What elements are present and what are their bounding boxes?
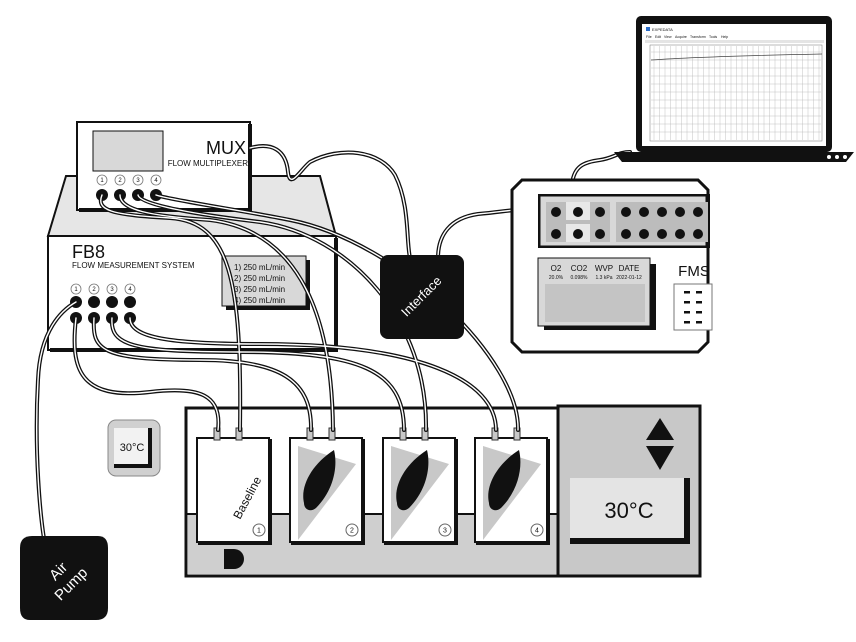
sample-leaf-icon [396,450,429,511]
laptop-menu-view[interactable]: View [664,35,672,39]
laptop: EXPEDATA File Edit View Acquire Transfor… [614,16,854,162]
bath-temperature-display: 30°C [604,498,653,523]
mux-port-label-3: 3 [136,178,140,184]
laptop-menu-transform[interactable]: Transform [690,35,706,39]
mux-port-label-4: 4 [154,178,158,184]
temp-down-arrow-icon[interactable] [646,446,674,470]
air-temperature-display: 30°C [120,442,145,454]
fb8-title: FB8 [72,242,105,262]
laptop-app-title: EXPEDATA [652,27,673,32]
laptop-graph [649,44,823,142]
chamber-4: 4 [474,437,550,545]
chamber-3: 3 [382,437,458,545]
fms-value-wvp: 1.3 kPa [596,275,613,281]
fb8-port-label-2: 2 [92,287,96,293]
fb8-flow-1: 1) 250 mL/min [234,263,285,272]
laptop-menu-edit[interactable]: Edit [655,35,661,39]
drain-icon [224,549,244,569]
fms-value-o2: 20.0% [549,275,564,281]
fms-title: FMS [678,263,710,280]
app-logo-icon [646,27,650,31]
fms-header-co2: CO2 [571,264,588,273]
bath-heater: 30°C [556,404,702,578]
temp-up-arrow-icon[interactable] [646,418,674,440]
laptop-graph-grid [651,46,821,140]
mux-port-label-2: 2 [118,178,122,184]
mux-port-label-1: 1 [100,178,104,184]
laptop-menu-file[interactable]: File [646,35,652,39]
fms-header-wvp: WVP [595,264,613,273]
chamber-4-number: 4 [535,528,539,535]
fb8-flow-4: 4) 250 mL/min [234,296,285,305]
fms-value-date: 2022-01-12 [616,275,642,281]
interface-box: Interface [380,255,464,339]
fms-keypad[interactable] [684,291,702,324]
mux-title: MUX [206,138,246,158]
chamber-1: Baseline 1 [196,437,272,545]
sample-leaf-icon [303,450,336,511]
fb8-port-label-3: 3 [110,287,114,293]
chamber-2: 2 [289,437,365,545]
laptop-menu-help[interactable]: Help [721,35,728,39]
fb8-flow-2: 2) 250 mL/min [234,274,285,283]
air-pump: Air Pump [20,536,108,620]
fb8-port-label-4: 4 [128,287,132,293]
air-thermometer: 30°C [107,419,161,477]
fms-value-co2: 0.098% [571,275,589,281]
tubing [34,144,632,552]
mux-subtitle: FLOW MULTIPLEXER [168,159,249,168]
sample-leaf-icon [488,450,521,511]
fb8-port-label-1: 1 [74,287,78,293]
chamber-1-number: 1 [257,528,261,535]
laptop-menu-acquire[interactable]: Acquire [675,35,687,39]
fms-header-date: DATE [619,264,640,273]
fb8-flow-3: 3) 250 mL/min [234,285,285,294]
fms-header-o2: O2 [551,264,562,273]
chamber-2-number: 2 [350,528,354,535]
fms-field-metabolic-system: O2 CO2 WVP DATE 20.0% 0.098% 1.3 kPa 202… [510,178,713,354]
chamber-3-number: 3 [443,528,447,535]
fb8-subtitle: FLOW MEASUREMENT SYSTEM [72,261,195,270]
laptop-menu-tools[interactable]: Tools [709,35,717,39]
laptop-graph-trace [650,53,823,61]
